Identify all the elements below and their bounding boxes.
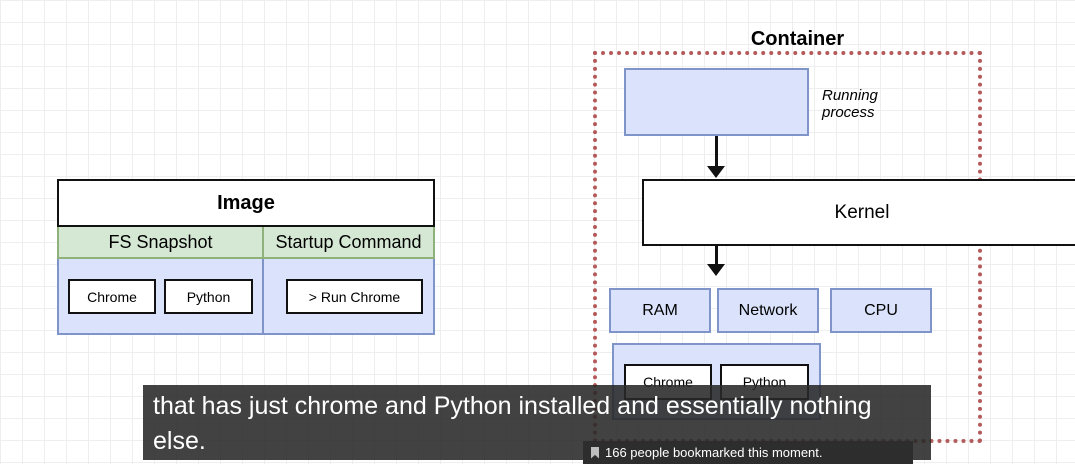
running-process-label: Running process: [822, 87, 878, 121]
startup-command-header: Startup Command: [264, 227, 435, 259]
image-title: Image: [57, 179, 435, 227]
kernel-box: Kernel: [642, 179, 1075, 246]
image-chrome-box: Chrome: [68, 279, 156, 314]
running-process-box: [624, 68, 809, 136]
bookmark-text: 166 people bookmarked this moment.: [605, 445, 823, 460]
cpu-box: CPU: [830, 288, 932, 333]
kernel-to-resources-arrow-head: [707, 264, 725, 276]
process-to-kernel-arrow-head: [707, 166, 725, 178]
container-title: Container: [750, 27, 845, 50]
image-python-box: Python: [164, 279, 253, 314]
caption-line-2: else.: [153, 427, 206, 455]
bookmark-moment-bar[interactable]: 166 people bookmarked this moment.: [583, 441, 913, 464]
ram-box: RAM: [609, 288, 711, 333]
running-process-label-line2: process: [822, 104, 875, 121]
run-chrome-box: > Run Chrome: [286, 279, 423, 314]
fs-snapshot-header: FS Snapshot: [57, 227, 264, 259]
kernel-to-resources-arrow-line: [715, 246, 718, 265]
video-caption: that has just chrome and Python installe…: [143, 385, 931, 460]
caption-line-1: that has just chrome and Python installe…: [153, 392, 872, 420]
process-to-kernel-arrow-line: [715, 136, 718, 167]
network-box: Network: [717, 288, 819, 333]
running-process-label-line1: Running: [822, 87, 878, 104]
bookmark-icon: [591, 446, 599, 459]
